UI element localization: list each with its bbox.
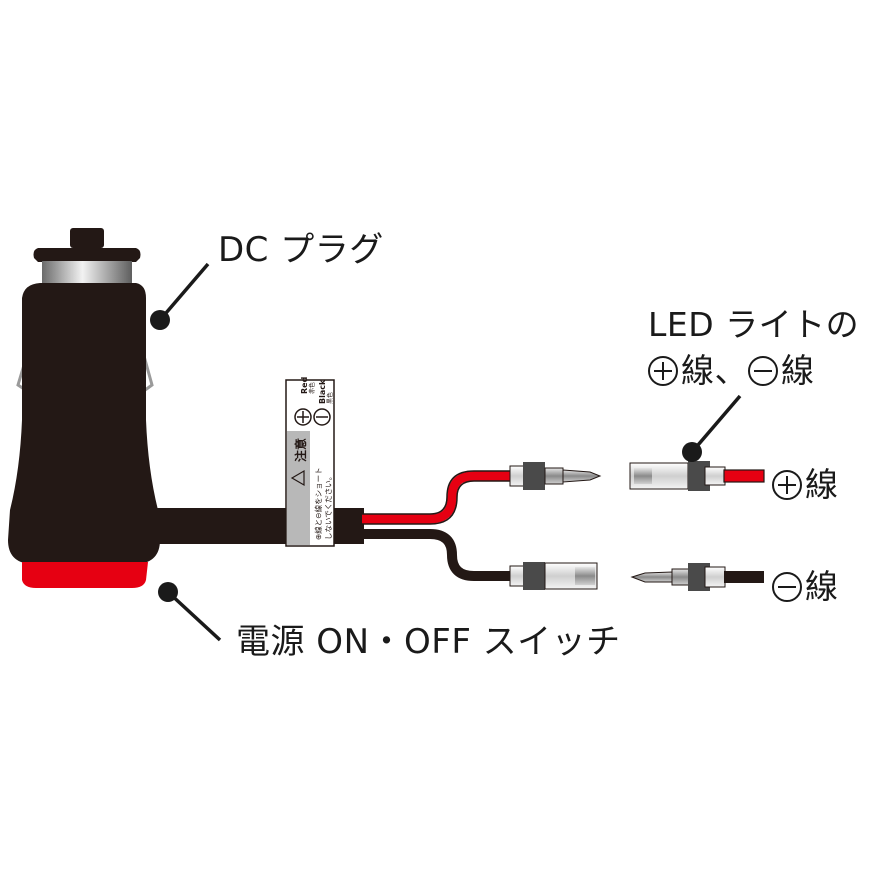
minus-connector-left — [509, 562, 598, 590]
label-plus-wire-text: 線 — [805, 465, 839, 504]
plus-circle-icon — [772, 470, 802, 500]
minus-circle-icon — [748, 356, 778, 386]
dc-plug — [8, 228, 160, 588]
warning-triangle-icon — [290, 469, 305, 487]
tag-warning-line1: ⊕線と⊖線をショート — [313, 467, 323, 540]
label-plus-wire: 線 — [772, 458, 839, 506]
label-minus-wire: 線 — [772, 560, 839, 608]
minus-circle-icon — [313, 408, 331, 426]
wire-red-right — [723, 469, 765, 483]
plug-body — [8, 283, 160, 564]
wire-red-outline — [362, 470, 512, 515]
wire-red — [362, 471, 512, 524]
label-led-plus: 線、 — [681, 351, 748, 390]
minus-connector-right — [630, 563, 726, 591]
leader-switch — [158, 582, 222, 642]
label-minus-wire-text: 線 — [805, 567, 839, 606]
plug-tip — [70, 228, 104, 248]
wire-black — [362, 529, 512, 581]
label-led-line2: 線、線 — [648, 344, 815, 392]
wire-black-right — [724, 571, 764, 583]
label-power-switch: 電源 ON・OFF スイッチ — [236, 622, 621, 662]
leader-led — [682, 394, 742, 462]
plus-connector-left — [509, 462, 602, 490]
plug-ring — [42, 261, 132, 285]
power-switch — [22, 562, 148, 588]
tag-black-en: Black — [318, 379, 327, 404]
leader-dc-plug — [150, 262, 210, 330]
label-dc-plug: DC プラグ — [218, 230, 384, 270]
tag-black-ja: 黒色 — [326, 392, 334, 404]
warning-tag: 注意 Red 赤色 Black 黒色 ⊕線と⊖線をショート しないでください。 — [285, 376, 335, 547]
plus-circle-icon — [294, 408, 312, 426]
tag-red-ja: 赤色 — [308, 382, 316, 394]
label-led-minus: 線 — [781, 351, 815, 390]
minus-circle-icon — [772, 572, 802, 602]
tag-red-en: Red — [300, 376, 309, 394]
plus-circle-icon — [648, 356, 678, 386]
plus-connector-right — [629, 461, 726, 491]
tag-caution: 注意 — [293, 438, 308, 462]
plug-cap — [33, 248, 141, 262]
tag-warning-line2: しないでください。 — [324, 473, 333, 540]
label-led-line1: LED ライトの — [648, 305, 860, 344]
